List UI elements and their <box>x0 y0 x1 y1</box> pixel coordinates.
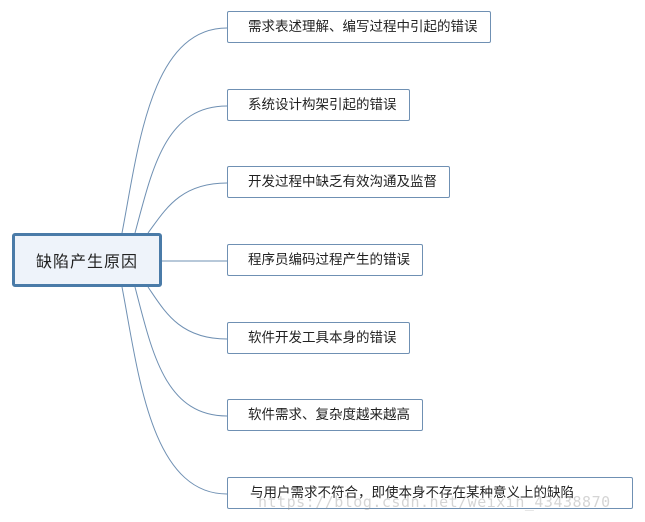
branch-node-2: 系统设计构架引起的错误 <box>227 89 410 121</box>
branch-node-4: 程序员编码过程产生的错误 <box>227 244 423 276</box>
connector-7 <box>121 286 228 495</box>
connector-2 <box>134 105 228 234</box>
branch-node-6: 软件需求、复杂度越来越高 <box>227 399 423 431</box>
connector-6 <box>134 286 228 417</box>
branch-node-3: 开发过程中缺乏有效沟通及监督 <box>227 166 450 198</box>
branch-node-7: 与用户需求不符合，即使本身不存在某种意义上的缺陷 <box>227 477 633 509</box>
connector-1 <box>121 27 228 234</box>
branch-node-1: 需求表述理解、编写过程中引起的错误 <box>227 11 491 43</box>
connector-5 <box>147 286 228 340</box>
branch-node-label: 需求表述理解、编写过程中引起的错误 <box>248 19 478 35</box>
branch-node-label: 与用户需求不符合，即使本身不存在某种意义上的缺陷 <box>250 485 574 501</box>
root-node-label: 缺陷产生原因 <box>35 252 138 271</box>
root-node: 缺陷产生原因 <box>12 233 162 287</box>
connector-3 <box>147 182 228 234</box>
branch-node-label: 程序员编码过程产生的错误 <box>248 252 410 268</box>
branch-node-label: 软件需求、复杂度越来越高 <box>248 407 410 423</box>
branch-node-label: 软件开发工具本身的错误 <box>248 330 397 346</box>
branch-node-5: 软件开发工具本身的错误 <box>227 322 410 354</box>
branch-node-label: 开发过程中缺乏有效沟通及监督 <box>248 174 437 190</box>
branch-node-label: 系统设计构架引起的错误 <box>248 97 397 113</box>
